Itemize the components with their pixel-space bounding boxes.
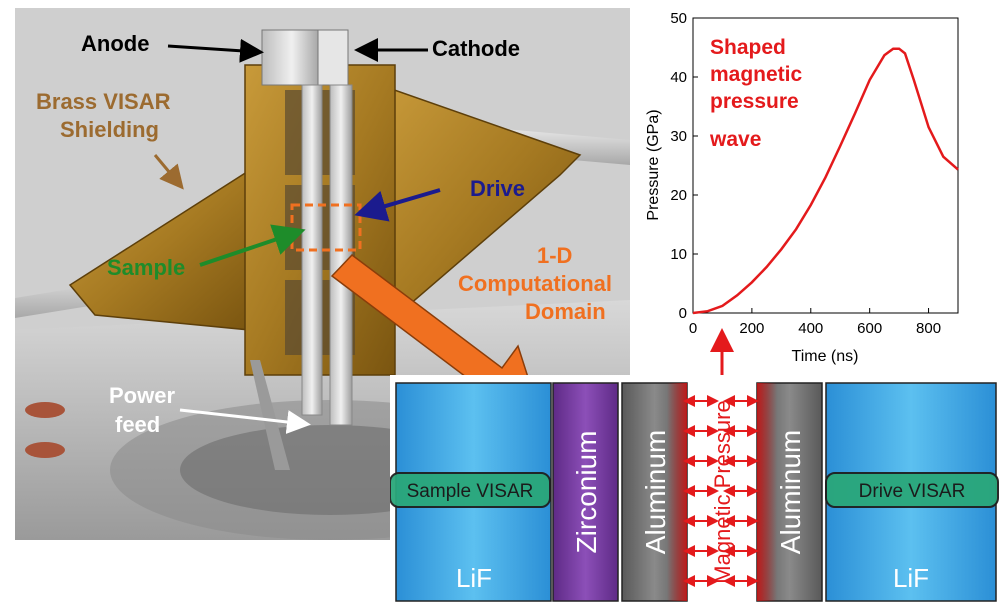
- zirconium-block: [552, 382, 619, 602]
- current-glow-right: [757, 383, 777, 601]
- current-glow-left: [667, 383, 687, 601]
- sample-label: Sample: [107, 255, 186, 280]
- brass-arrow: [153, 154, 184, 190]
- power-label-line1: Power: [109, 383, 176, 408]
- x-tick-label: 0: [689, 320, 697, 337]
- x-tick-label: 200: [739, 320, 764, 337]
- anode-arrow: [167, 38, 264, 63]
- feed-plate: [250, 360, 290, 470]
- drive-arrow: [354, 188, 441, 222]
- y-tick-label: 30: [670, 128, 687, 145]
- y-tick-label: 50: [670, 10, 687, 27]
- aluminum-right-label: Aluminum: [775, 430, 806, 554]
- y-tick-label: 20: [670, 187, 687, 204]
- anode-label: Anode: [81, 31, 150, 56]
- domain-label-line3: Domain: [525, 299, 606, 324]
- plot-area: [692, 17, 959, 314]
- drive-visar-label: Drive VISAR: [859, 481, 966, 502]
- magnetic-pressure-label: Magnetic Pressure: [710, 400, 735, 583]
- pressure-arrows: [683, 395, 759, 587]
- lif-right-label: LiF: [893, 563, 929, 593]
- brass-label-line2: Shielding: [60, 117, 159, 142]
- annotation-line: Shaped: [710, 36, 786, 59]
- x-tick-label: 400: [798, 320, 823, 337]
- drive-visar-pill: [825, 472, 999, 508]
- domain-label-line2: Computational: [458, 271, 612, 296]
- annotation-line: magnetic: [710, 63, 803, 86]
- layer-stack: Sample VISAR Drive VISAR LiF LiF Zirconi…: [390, 375, 1004, 605]
- power-feed-arrow: [179, 408, 311, 434]
- lif-left-label: LiF: [456, 563, 492, 593]
- drive-label: Drive: [470, 176, 526, 201]
- domain-label-line1: 1-D: [537, 243, 573, 268]
- zirconium-label: Zirconium: [571, 431, 602, 554]
- y-tick-label: 40: [670, 69, 687, 86]
- copper-fitting: [25, 402, 65, 418]
- pressure-chart: 0 10 20 30 40 50 0 200 400 600 800 Time (ns) Pres…: [645, 10, 959, 365]
- y-axis-label: Pressure (GPa): [645, 109, 662, 220]
- copper-fitting: [25, 442, 65, 458]
- x-tick-label: 600: [857, 320, 882, 337]
- y-tick-label: 0: [679, 305, 687, 322]
- brass-label-line1: Brass VISAR: [36, 89, 171, 114]
- x-axis-label: Time (ns): [792, 348, 859, 365]
- sample-arrow: [199, 224, 306, 267]
- y-tick-label: 10: [670, 246, 687, 263]
- aluminum-left-label: Aluminum: [640, 430, 671, 554]
- sample-visar-label: Sample VISAR: [407, 481, 534, 502]
- pressure-curve: [692, 47, 959, 315]
- domain-box: [290, 203, 362, 252]
- chart-annotation: Shaped magnetic pressure wave: [709, 36, 803, 151]
- cathode-label: Cathode: [432, 36, 520, 61]
- cathode-block: [317, 29, 349, 86]
- x-tick-label: 800: [916, 320, 941, 337]
- annotation-line: pressure: [710, 90, 799, 113]
- annotation-line: wave: [709, 128, 761, 151]
- sample-visar-pill: [390, 472, 551, 508]
- power-label-line2: feed: [115, 412, 161, 437]
